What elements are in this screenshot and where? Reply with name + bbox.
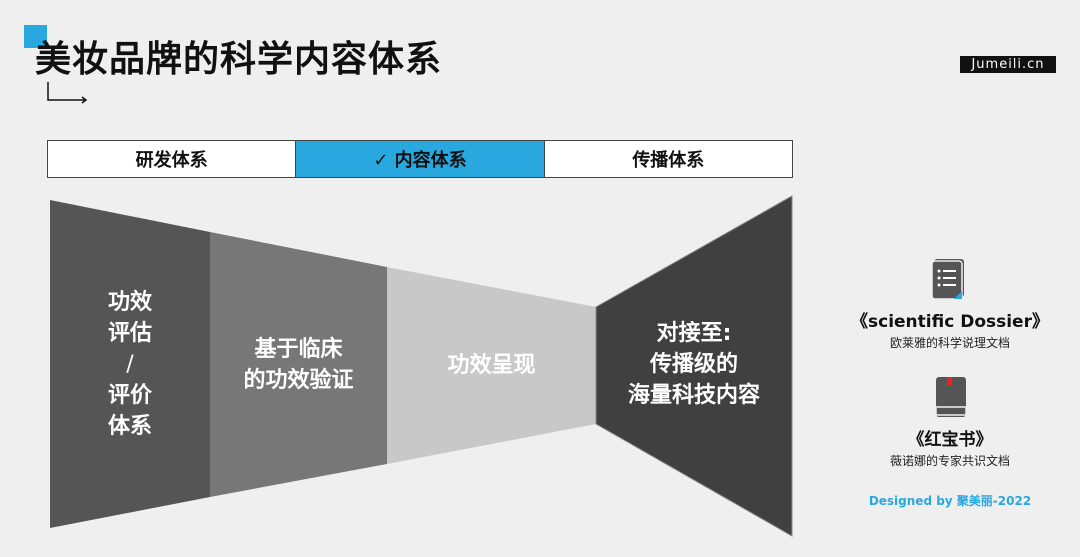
funnel-stage-3 [387,267,596,464]
accent-square [24,25,47,48]
brand-badge: Jumeili.cn [960,56,1056,73]
doc-subtitle: 薇诺娜的专家共识文档 [889,454,1010,468]
stage-text-line: 的功效验证 [243,368,354,393]
stage-2-text: 基于临床 的功效验证 [210,334,387,396]
funnel-stage-4 [595,195,793,537]
stage-text-line: 功效 [107,290,152,315]
stage-text-line: 对接至: [656,321,732,346]
stage-text-line: 基于临床 [254,337,343,362]
book-icon [935,377,967,417]
tab-bar: 研发体系 ✓ 内容体系 传播体系 [47,140,793,178]
doc-title: 《scientific Dossier》 [851,312,1049,332]
tab-distribution-system[interactable]: 传播体系 [632,150,705,171]
tab-rd-system[interactable]: 研发体系 [48,141,297,177]
stage-4-text: 对接至: 传播级的 海量科技内容 [596,318,792,411]
arrow-icon [47,82,88,104]
stage-text-line: 功效呈现 [447,353,536,378]
stage-text-line: 评估 [107,321,152,346]
doc-subtitle: 欧莱雅的科学说理文档 [889,336,1010,350]
page-title: 美妆品牌的科学内容体系 [35,39,443,80]
tab-content-system[interactable]: ✓ 内容体系 [296,141,545,177]
stage-text-line: 海量科技内容 [627,383,760,408]
document-list-icon [931,259,964,300]
stage-text-line: 体系 [107,414,152,439]
doc-red-book: 《红宝书》 薇诺娜的专家共识文档 [840,375,1060,469]
stage-1-text: 功效 评估 / 评价 体系 [50,287,210,442]
stage-3-text: 功效呈现 [387,350,596,381]
stage-text-line: 评价 [107,383,152,408]
stage-text-line: 传播级的 [649,352,738,377]
credit-text: Designed by 聚美丽-2022 [868,494,1032,508]
doc-scientific-dossier: 《scientific Dossier》 欧莱雅的科学说理文档 [840,257,1060,351]
funnel-stage-1 [50,200,210,528]
funnel-stage-2 [210,232,387,497]
stage-text-line: / [126,352,134,377]
doc-title: 《红宝书》 [907,430,993,450]
